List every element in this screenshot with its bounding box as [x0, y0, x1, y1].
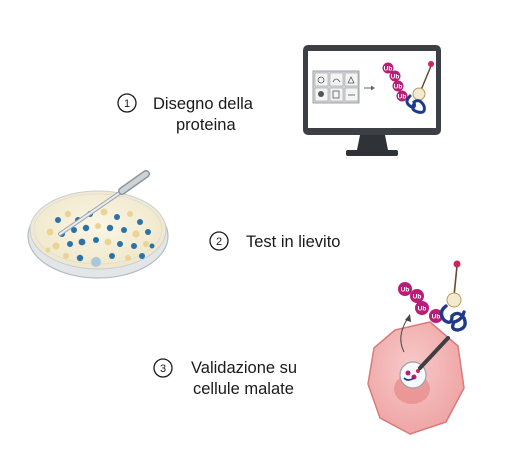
svg-text:Ub: Ub — [391, 73, 400, 80]
step-3-number-circle — [153, 358, 173, 378]
protein-degrader-icon — [405, 61, 434, 114]
pipette-icon — [58, 170, 150, 236]
ubiquitin-chain-icon-large: Ub Ub Ub Ub — [398, 282, 443, 323]
step-1-line2: proteina — [176, 116, 236, 134]
step-1-line1: Disegno della — [153, 95, 254, 113]
step-1-number-circle — [117, 93, 137, 113]
step-3-label: 3 Validazione su cellule malate — [153, 358, 297, 398]
svg-text:Ub: Ub — [413, 294, 422, 301]
step-2-number-circle — [209, 231, 229, 251]
step-2-number: 2 — [216, 236, 222, 248]
step-3-line2: cellule malate — [193, 380, 294, 398]
svg-text:Ub: Ub — [394, 83, 403, 90]
step-1-number: 1 — [124, 98, 130, 110]
structure-grid-icon — [312, 70, 360, 104]
svg-text:Ub: Ub — [401, 287, 410, 294]
curved-arrow-icon — [400, 317, 409, 353]
step-3-number: 3 — [160, 363, 166, 375]
injection-needle-icon — [418, 336, 450, 370]
ubiquitin-chain-icon: Ub Ub Ub Ub — [382, 62, 408, 102]
step-2-line1: Test in lievito — [246, 233, 340, 251]
degrader-in-cell — [403, 369, 420, 381]
diseased-cell-icon — [367, 314, 465, 435]
petri-dish-icon — [27, 170, 169, 279]
svg-text:Ub: Ub — [432, 314, 441, 321]
svg-text:Ub: Ub — [418, 306, 427, 313]
svg-text:Ub: Ub — [384, 65, 393, 72]
computer-monitor-icon: Ub Ub Ub Ub — [303, 45, 441, 156]
step-1-label: 1 Disegno della proteina — [117, 93, 254, 134]
step-3-line1: Validazione su — [191, 359, 297, 377]
step-2-label: 2 Test in lievito — [209, 231, 340, 251]
target-protein-icon — [439, 260, 467, 332]
svg-text:Ub: Ub — [398, 93, 407, 100]
